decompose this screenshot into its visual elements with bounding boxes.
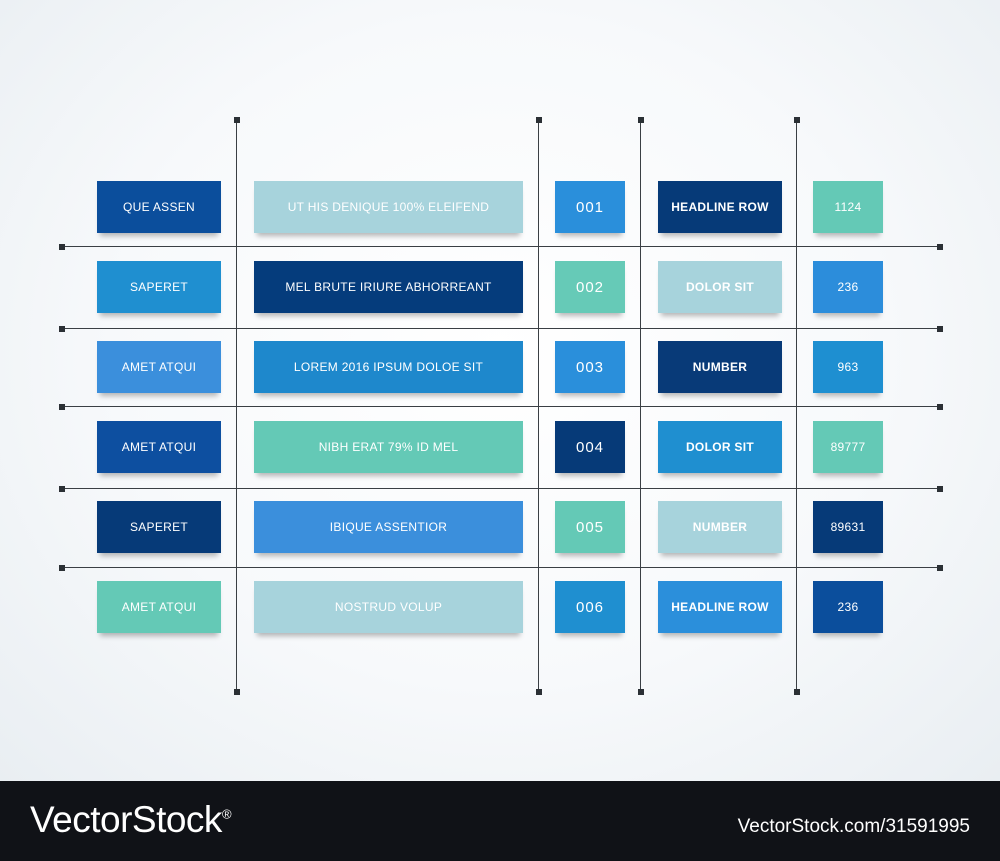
divider-endpoint [59, 403, 65, 410]
divider-endpoint [937, 325, 943, 332]
divider-endpoint [637, 117, 644, 123]
cell-headline: HEADLINE ROW [658, 581, 782, 633]
cell-code: 005 [555, 501, 625, 553]
divider-endpoint [233, 117, 240, 123]
divider-endpoint [637, 689, 644, 695]
divider-endpoint [59, 243, 65, 250]
cell-headline: NUMBER [658, 501, 782, 553]
cell-value: 963 [813, 341, 883, 393]
table-diagram: QUE ASSEN UT HIS DENIQUE 100% ELEIFEND 001… [0, 0, 1000, 781]
divider-endpoint [59, 564, 65, 571]
divider-endpoint [535, 689, 542, 695]
cell-description: UT HIS DENIQUE 100% ELEIFEND [254, 181, 523, 233]
horizontal-divider [62, 406, 940, 407]
stock-id: VectorStock.com/31591995 [737, 816, 970, 837]
divider-endpoint [535, 117, 542, 123]
cell-code: 001 [555, 181, 625, 233]
cell-category: SAPERET [97, 501, 221, 553]
divider-endpoint [937, 564, 943, 571]
brand-name: VectorStock [30, 799, 222, 840]
cell-value: 89777 [813, 421, 883, 473]
divider-endpoint [233, 689, 240, 695]
horizontal-divider [62, 328, 940, 329]
horizontal-divider [62, 488, 940, 489]
cell-category: QUE ASSEN [97, 181, 221, 233]
cell-description: IBIQUE ASSENTIOR [254, 501, 523, 553]
divider-endpoint [937, 243, 943, 250]
cell-description: LOREM 2016 IPSUM DOLOE SIT [254, 341, 523, 393]
cell-value: 1124 [813, 181, 883, 233]
cell-category: AMET ATQUI [97, 341, 221, 393]
cell-description: NOSTRUD VOLUP [254, 581, 523, 633]
cell-headline: HEADLINE ROW [658, 181, 782, 233]
cell-value: 89631 [813, 501, 883, 553]
cell-description: MEL BRUTE IRIURE ABHORREANT [254, 261, 523, 313]
brand-logo: VectorStock® [30, 799, 232, 841]
cell-value: 236 [813, 581, 883, 633]
cell-category: AMET ATQUI [97, 581, 221, 633]
cell-value: 236 [813, 261, 883, 313]
brand-registered-mark: ® [221, 806, 232, 822]
cell-code: 006 [555, 581, 625, 633]
divider-endpoint [59, 485, 65, 492]
cell-headline: NUMBER [658, 341, 782, 393]
divider-endpoint [937, 403, 943, 410]
cell-description: NIBH ERAT 79% ID MEL [254, 421, 523, 473]
cell-headline: DOLOR SIT [658, 421, 782, 473]
divider-endpoint [59, 325, 65, 332]
horizontal-divider [62, 246, 940, 247]
cell-category: AMET ATQUI [97, 421, 221, 473]
horizontal-divider [62, 567, 940, 568]
cell-code: 004 [555, 421, 625, 473]
cell-code: 003 [555, 341, 625, 393]
cell-headline: DOLOR SIT [658, 261, 782, 313]
divider-endpoint [793, 117, 800, 123]
cell-code: 002 [555, 261, 625, 313]
cell-category: SAPERET [97, 261, 221, 313]
divider-endpoint [937, 485, 943, 492]
divider-endpoint [793, 689, 800, 695]
watermark-footer: VectorStock® VectorStock.com/31591995 [0, 781, 1000, 861]
